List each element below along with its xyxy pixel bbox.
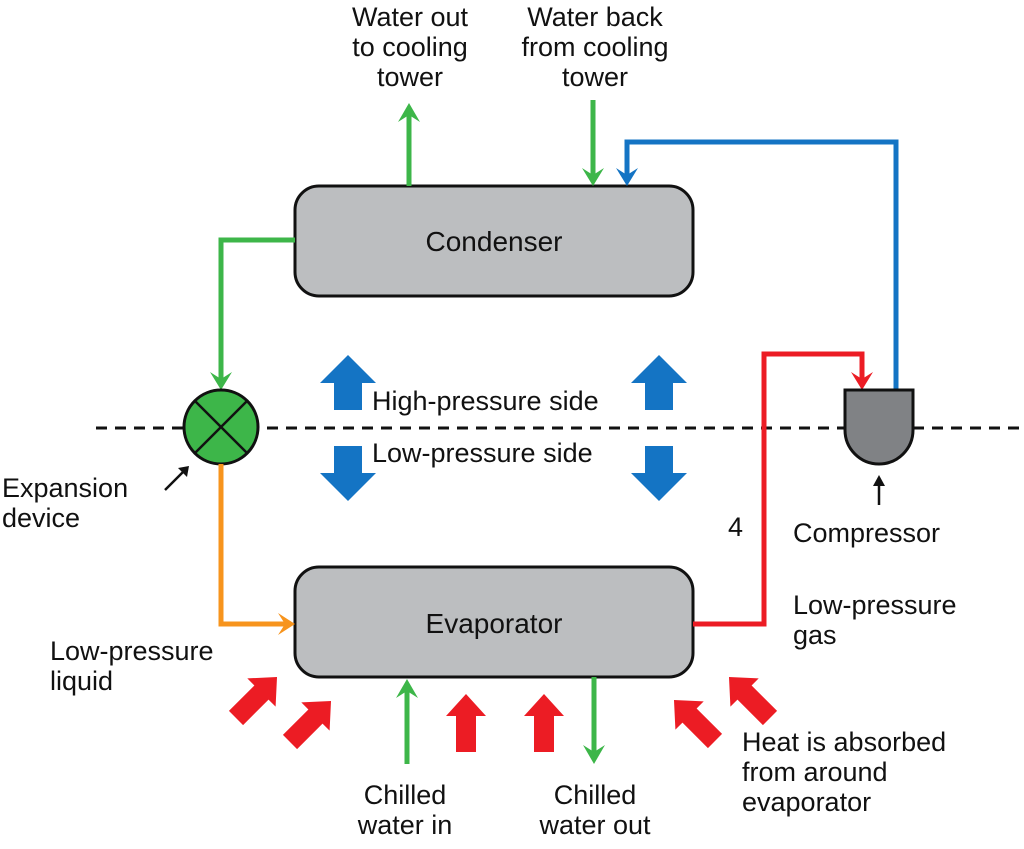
expansion-device-pointer xyxy=(164,466,189,491)
expansion-device-label: Expansion device xyxy=(2,473,128,533)
water-back-line-2: from cooling xyxy=(521,32,669,62)
heat-arrow-3 xyxy=(446,694,486,752)
water-out-line-3: tower xyxy=(376,62,444,92)
low-pressure-liquid-label: Low-pressure liquid xyxy=(50,636,214,696)
heat-absorbed-line-2: from around xyxy=(742,757,888,787)
high-pressure-up-arrow-left xyxy=(320,355,376,410)
water-out-line-1: Water out xyxy=(351,2,469,32)
expansion-device-line-1: Expansion xyxy=(2,473,129,503)
expansion-device-valve xyxy=(182,388,260,466)
heat-arrow-4 xyxy=(524,694,564,752)
water-out-arrow xyxy=(398,103,420,186)
water-back-line-3: tower xyxy=(561,62,629,92)
heat-absorbed-line-3: evaporator xyxy=(742,787,872,817)
water-out-label: Water out to cooling tower xyxy=(330,2,490,92)
heat-arrow-6 xyxy=(728,676,778,726)
chilled-water-out-line-1: Chilled xyxy=(553,780,637,810)
low-pressure-gas-line-1: Low-pressure xyxy=(793,590,957,620)
chilled-water-in-line-2: water in xyxy=(357,810,453,840)
chilled-water-in-line-1: Chilled xyxy=(363,780,447,810)
heat-arrows xyxy=(228,676,778,752)
high-pressure-gas-line xyxy=(616,139,899,390)
chilled-water-in-label: Chilled water in xyxy=(340,780,470,840)
chilled-water-in-arrow xyxy=(396,679,418,764)
compressor-shape xyxy=(843,388,915,466)
heat-arrow-5 xyxy=(673,699,723,749)
high-pressure-up-arrow-right xyxy=(631,355,687,410)
water-back-arrow xyxy=(582,100,604,186)
compressor-label: Compressor xyxy=(793,518,941,548)
low-pressure-liquid-line xyxy=(218,464,295,635)
low-pressure-down-arrow-left xyxy=(320,446,376,501)
evaporator-label: Evaporator xyxy=(425,608,563,639)
chilled-water-out-arrow xyxy=(583,677,605,764)
low-pressure-liquid-line-2: liquid xyxy=(50,666,114,696)
chilled-water-out-label: Chilled water out xyxy=(515,780,675,840)
water-back-label: Water back from cooling tower xyxy=(500,2,690,92)
water-back-line-1: Water back xyxy=(527,2,663,32)
compressor-pointer xyxy=(873,475,885,505)
chilled-water-out-line-2: water out xyxy=(539,810,651,840)
low-pressure-gas-line-2: gas xyxy=(793,620,837,650)
low-pressure-liquid-line-1: Low-pressure xyxy=(50,636,214,666)
heat-absorbed-line-1: Heat is absorbed xyxy=(742,727,947,757)
expansion-device-line-2: device xyxy=(2,503,81,533)
stray-number-label: 4 xyxy=(728,512,744,542)
water-out-line-2: to cooling xyxy=(352,32,468,62)
heat-arrow-2 xyxy=(282,700,332,750)
condenser-label: Condenser xyxy=(425,226,563,257)
low-pressure-gas-line xyxy=(693,351,873,627)
low-pressure-side-label: Low-pressure side xyxy=(372,438,593,468)
high-pressure-side-label: High-pressure side xyxy=(372,386,599,416)
heat-absorbed-label: Heat is absorbed from around evaporator xyxy=(742,727,946,817)
low-pressure-down-arrow-right xyxy=(631,446,687,501)
high-pressure-liquid-line xyxy=(210,237,295,390)
heat-arrow-1 xyxy=(228,676,278,726)
low-pressure-gas-label: Low-pressure gas xyxy=(793,590,957,650)
